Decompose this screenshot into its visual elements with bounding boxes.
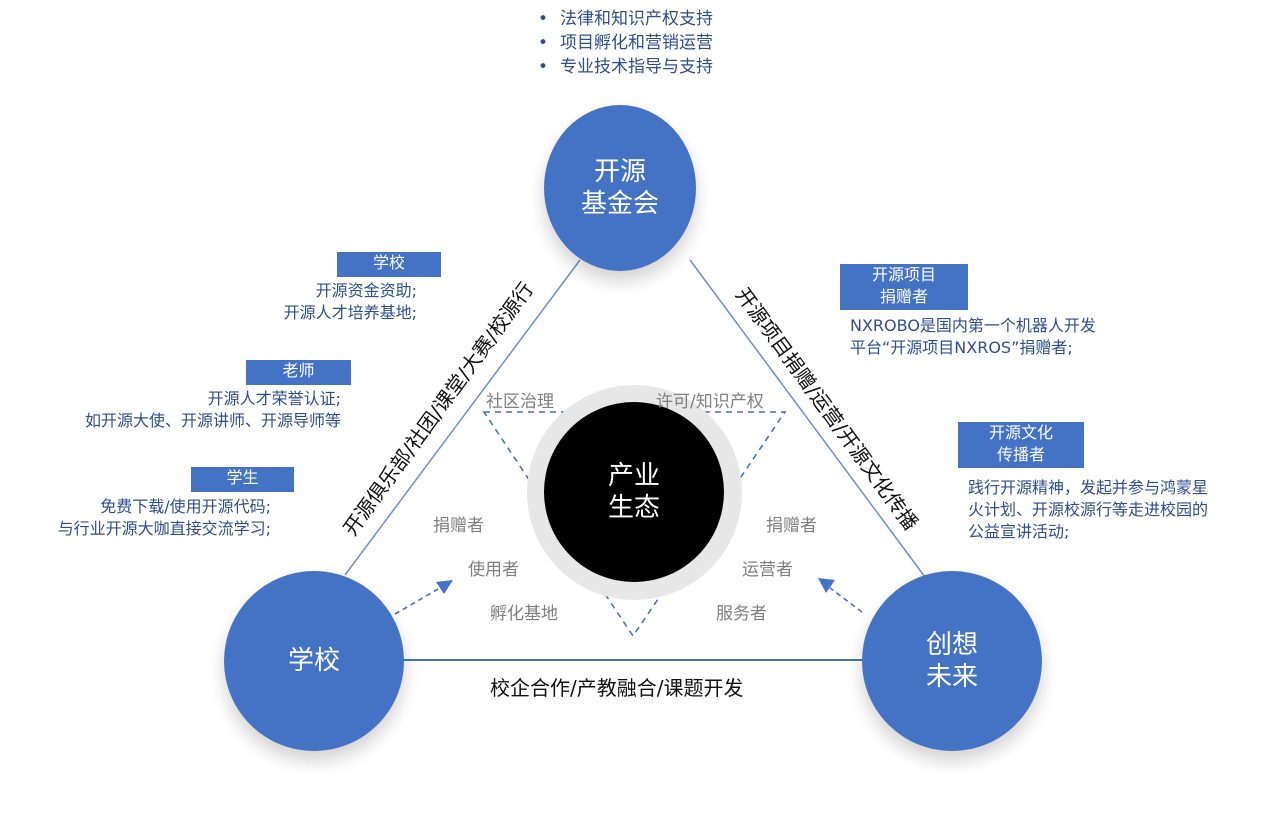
badge-teacher: 老师 (246, 360, 351, 385)
student-description: 免费下载/使用开源代码;与行业开源大咖直接交流学习; (57, 497, 271, 538)
edge-label-bottom: 校企合作/产教融合/课题开发 (490, 676, 744, 700)
label-donor-left: 捐赠者 (433, 516, 484, 536)
arrowhead-left (436, 580, 453, 594)
foundation-services-list: •法律和知识产权支持 •项目孵化和营销运营 •专业技术指导与支持 (538, 7, 713, 79)
arrowhead-right (818, 578, 835, 593)
bullet-item: •项目孵化和营销运营 (538, 33, 713, 53)
label-user: 使用者 (468, 560, 519, 580)
badge-school: 学校 (337, 252, 441, 277)
label-donor-right: 捐赠者 (766, 516, 817, 536)
dashed-arrow-right (829, 587, 863, 613)
edge-line-right (689, 259, 926, 578)
node-foundation: 开源基金会 (544, 105, 696, 271)
label-license-ip: 许可/知识产权 (656, 392, 764, 412)
culture-promoter-description: 践行开源精神，发起并参与鸿蒙星火计划、开源校源行等走进校园的公益宣讲活动; (968, 478, 1209, 541)
label-incubation-base: 孵化基地 (490, 604, 558, 624)
bullet-item: •专业技术指导与支持 (538, 57, 713, 77)
label-operator: 运营者 (742, 560, 793, 580)
school-description: 开源资金资助;开源人才培养基地; (283, 281, 417, 322)
node-school: 学校 (224, 571, 404, 751)
badge-student: 学生 (191, 467, 294, 492)
teacher-description: 开源人才荣誉认证;如开源大使、开源讲师、开源导师等 (84, 389, 341, 430)
dashed-arrow-left (394, 587, 441, 615)
label-community-governance: 社区治理 (486, 392, 554, 412)
edge-line-left (344, 259, 581, 576)
label-service-provider: 服务者 (716, 604, 767, 624)
node-company: 创想未来 (862, 571, 1042, 751)
badge-culture-promoter: 开源文化传播者 (958, 422, 1084, 468)
badge-project-donor: 开源项目捐赠者 (840, 264, 968, 310)
node-industry-ecosystem: 产业生态 (544, 402, 724, 582)
project-donor-description: NXROBO是国内第一个机器人开发平台“开源项目NXROS”捐赠者; (850, 316, 1096, 357)
bullet-item: •法律和知识产权支持 (538, 9, 713, 29)
